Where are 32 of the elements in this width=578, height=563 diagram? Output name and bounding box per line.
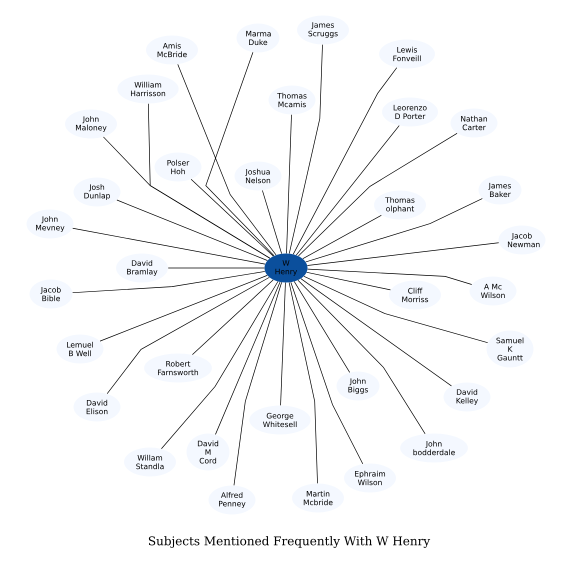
connector-line: [103, 136, 270, 259]
connector-line: [290, 282, 364, 464]
connector-line: [177, 64, 276, 256]
connector-line: [116, 200, 268, 261]
connector-line: [298, 132, 458, 256]
connector-line: [294, 281, 350, 373]
connector-line: [190, 178, 274, 256]
connector-line: [192, 280, 274, 356]
chart-title: Subjects Mentioned Frequently With W Henry: [148, 536, 430, 548]
connector-line: [300, 278, 452, 386]
connector-line: [72, 228, 266, 264]
connector-line: [307, 242, 500, 266]
connector-line: [292, 67, 398, 254]
connector-line: [307, 268, 472, 285]
connector-line: [161, 281, 278, 450]
connector-line: [205, 52, 274, 256]
connector-line: [280, 282, 286, 406]
connector-line: [302, 214, 382, 260]
connector-line: [306, 272, 391, 290]
connector-line: [304, 276, 488, 344]
connector-line: [298, 280, 426, 434]
connector-line: [234, 282, 282, 486]
connector-line: [106, 277, 270, 394]
connector-line: [72, 271, 266, 294]
connector-line: [296, 125, 400, 256]
connector-line: [305, 198, 483, 262]
connector-line: [100, 275, 268, 342]
connector-line: [262, 190, 282, 254]
connector-line: [288, 282, 318, 484]
connector-line: [286, 114, 292, 254]
connector-line: [288, 44, 323, 254]
connector-line: [215, 282, 280, 435]
